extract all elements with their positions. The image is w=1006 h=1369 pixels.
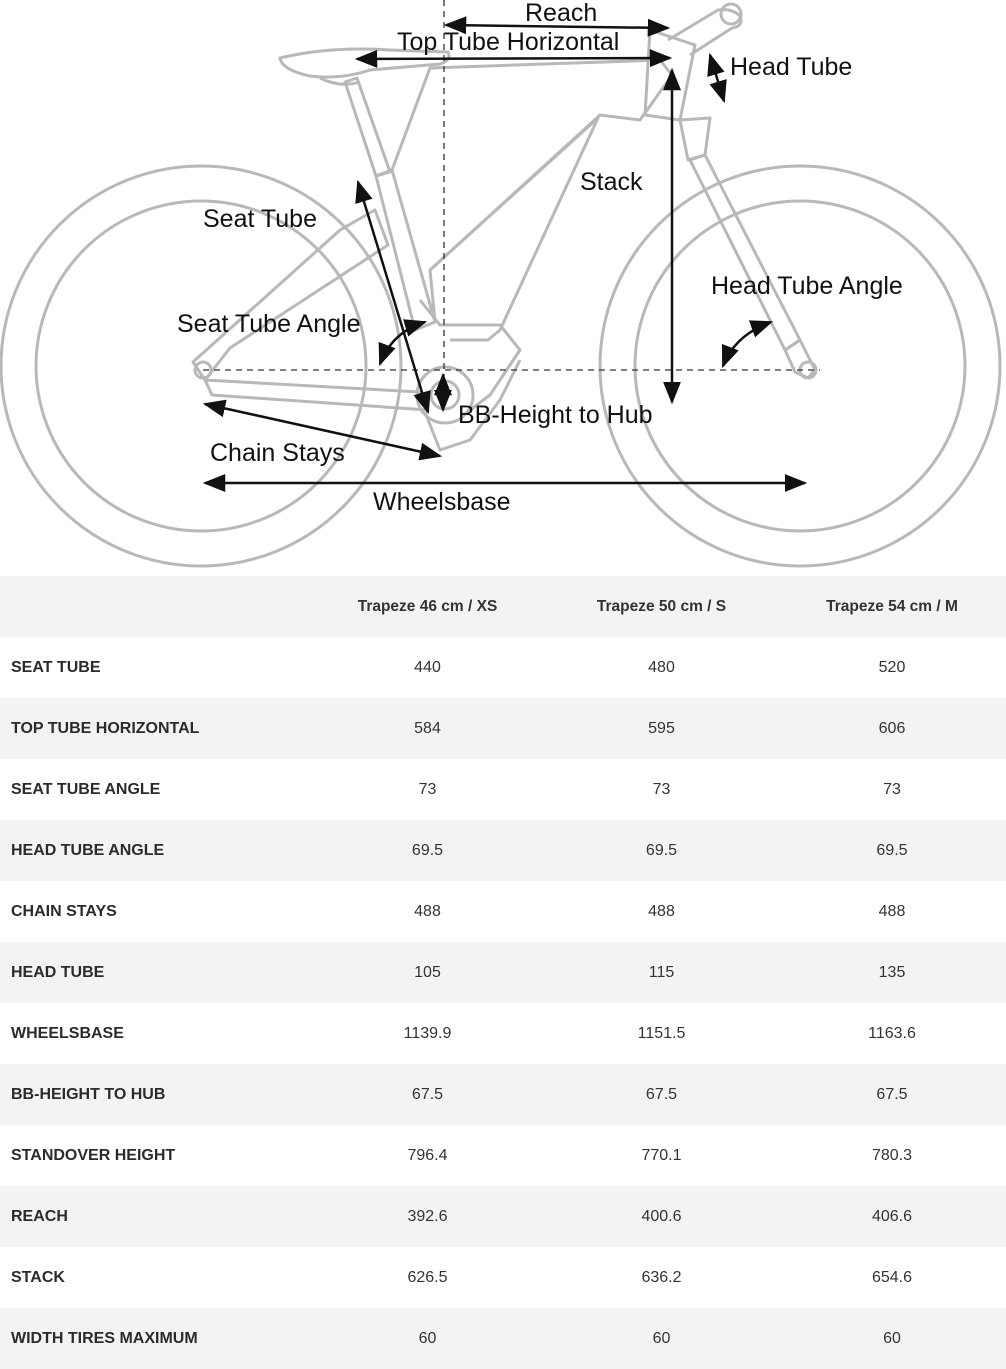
cell-value: 73 <box>652 780 671 798</box>
row-label: WHEELSBASE <box>11 1024 124 1042</box>
chain-stays-arrow <box>202 399 443 461</box>
seat-tube-angle-arc <box>378 319 428 367</box>
cell-value: 60 <box>418 1329 437 1347</box>
cell-value: 1139.9 <box>403 1024 452 1042</box>
header-size-m: Trapeze 54 cm / M <box>826 597 958 615</box>
cell-value: 488 <box>878 902 906 920</box>
cell-value: 636.2 <box>641 1268 682 1286</box>
label-head-tube: Head Tube <box>730 53 852 81</box>
top-tube-arrow <box>354 49 673 68</box>
cell-value: 780.3 <box>871 1146 913 1164</box>
measurement-arrows <box>202 16 808 492</box>
row-label: TOP TUBE HORIZONTAL <box>11 719 200 737</box>
table-row: HEAD TUBE ANGLE 69.5 69.5 69.5 <box>0 820 1006 881</box>
table-row: CHAIN STAYS 488 488 488 <box>0 881 1006 942</box>
header-size-s: Trapeze 50 cm / S <box>596 597 727 615</box>
cell-value: 73 <box>418 780 437 798</box>
seat-tube-arrow <box>355 179 431 415</box>
cell-value: 606 <box>878 719 906 737</box>
head-tube-angle-arc <box>721 320 774 369</box>
cell-value: 595 <box>648 719 675 737</box>
geometry-diagram: Reach Top Tube Horizontal Head Tube Stac… <box>0 0 1006 575</box>
table-row: STANDOVER HEIGHT 796.4 770.1 780.3 <box>0 1125 1006 1186</box>
label-stack: Stack <box>580 168 643 196</box>
frame <box>191 2 818 452</box>
cell-value: 60 <box>883 1329 901 1347</box>
table-row: HEAD TUBE 105 115 135 <box>0 942 1006 1003</box>
row-label: SEAT TUBE <box>11 658 101 676</box>
label-seat-tube-angle: Seat Tube Angle <box>177 310 360 338</box>
cell-value: 67.5 <box>876 1085 908 1103</box>
label-reach: Reach <box>525 0 597 27</box>
row-label: SEAT TUBE ANGLE <box>11 780 161 798</box>
cell-value: 796.4 <box>407 1146 448 1164</box>
header-blank <box>0 576 310 637</box>
reference-lines <box>203 0 820 395</box>
row-label: HEAD TUBE ANGLE <box>11 841 165 859</box>
bike-drawing: Reach Top Tube Horizontal Head Tube Stac… <box>0 0 1002 568</box>
cell-value: 1151.5 <box>637 1024 686 1042</box>
row-label: STACK <box>11 1268 65 1286</box>
label-wheelsbase: Wheelsbase <box>373 488 511 516</box>
row-label: HEAD TUBE <box>11 963 105 981</box>
cell-value: 400.6 <box>641 1207 682 1225</box>
cell-value: 488 <box>414 902 441 920</box>
cell-value: 406.6 <box>871 1207 913 1225</box>
cell-value: 69.5 <box>645 841 678 859</box>
cell-value: 135 <box>878 963 906 981</box>
table-row: SEAT TUBE ANGLE 73 73 73 <box>0 759 1006 820</box>
table-row: WHEELSBASE 1139.9 1151.5 1163.6 <box>0 1003 1006 1064</box>
front-wheel <box>598 164 1002 568</box>
cell-value: 1163.6 <box>868 1024 916 1042</box>
cell-value: 67.5 <box>411 1085 444 1103</box>
cell-value: 770.1 <box>641 1146 682 1164</box>
geometry-table: Trapeze 46 cm / XS Trapeze 50 cm / S Tra… <box>0 576 1006 1369</box>
header-size-xs: Trapeze 46 cm / XS <box>357 597 498 615</box>
rear-wheel <box>0 164 403 568</box>
label-top-tube-horizontal: Top Tube Horizontal <box>397 28 619 56</box>
cell-value: 60 <box>652 1329 671 1347</box>
row-label: BB-HEIGHT TO HUB <box>11 1085 166 1103</box>
cell-value: 69.5 <box>411 841 444 859</box>
cell-value: 69.5 <box>876 841 908 859</box>
label-head-tube-angle: Head Tube Angle <box>711 272 903 300</box>
table-row: SEAT TUBE 440 480 520 <box>0 637 1006 698</box>
row-label: STANDOVER HEIGHT <box>11 1146 176 1164</box>
head-tube-arrow <box>707 52 727 104</box>
cell-value: 105 <box>414 963 441 981</box>
table-row: WIDTH TIRES MAXIMUM 60 60 60 <box>0 1308 1006 1369</box>
cell-value: 480 <box>648 658 675 676</box>
table-header-row: Trapeze 46 cm / XS Trapeze 50 cm / S Tra… <box>0 576 1006 637</box>
cell-value: 67.5 <box>645 1085 678 1103</box>
row-label: CHAIN STAYS <box>11 902 117 920</box>
cell-value: 488 <box>648 902 675 920</box>
cell-value: 520 <box>878 658 906 676</box>
cell-value: 73 <box>883 780 901 798</box>
row-label: WIDTH TIRES MAXIMUM <box>11 1329 198 1347</box>
table-row: TOP TUBE HORIZONTAL 584 595 606 <box>0 698 1006 759</box>
cell-value: 392.6 <box>407 1207 448 1225</box>
label-seat-tube: Seat Tube <box>203 205 317 233</box>
reach-arrow <box>443 16 671 37</box>
table-row: REACH 392.6 400.6 406.6 <box>0 1186 1006 1247</box>
table-row: BB-HEIGHT TO HUB 67.5 67.5 67.5 <box>0 1064 1006 1125</box>
cell-value: 584 <box>414 719 441 737</box>
cell-value: 440 <box>414 658 441 676</box>
cell-value: 626.5 <box>407 1268 448 1286</box>
cell-value: 654.6 <box>871 1268 913 1286</box>
table-row: STACK 626.5 636.2 654.6 <box>0 1247 1006 1308</box>
label-bb-height-to-hub: BB-Height to Hub <box>458 401 653 429</box>
row-label: REACH <box>11 1207 68 1225</box>
cell-value: 115 <box>648 963 675 981</box>
label-chain-stays: Chain Stays <box>210 439 345 467</box>
